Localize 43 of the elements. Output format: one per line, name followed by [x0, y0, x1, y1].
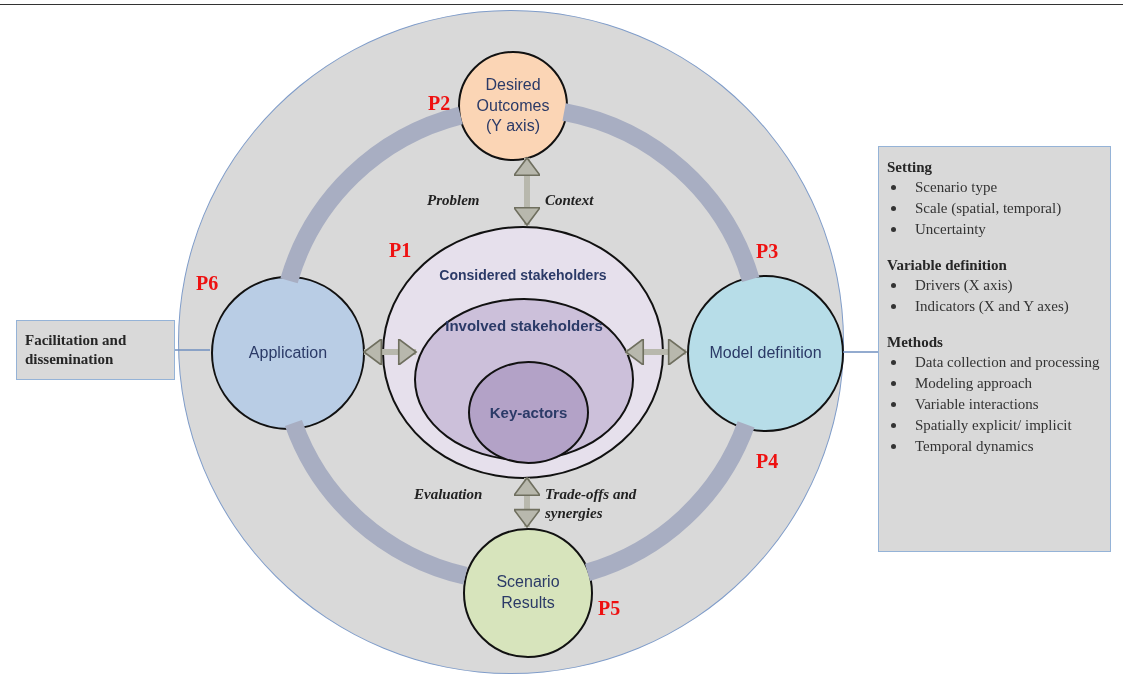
- double-arrow: [625, 338, 687, 366]
- list-item: Modeling approach: [915, 374, 1034, 393]
- list-item: Data collection and processing: [915, 353, 1101, 372]
- arrow-caption: Trade-offs and synergies: [545, 485, 638, 523]
- circle-label: Application: [247, 342, 329, 363]
- info-box: [16, 320, 175, 380]
- list-item: Scenario type: [915, 178, 999, 197]
- info-box: [878, 146, 1111, 552]
- section-heading: Methods: [887, 333, 944, 352]
- section-heading: Setting: [887, 158, 933, 177]
- list-item: Variable interactions: [915, 395, 1040, 414]
- arrow-caption: Problem: [427, 191, 480, 210]
- ellipse-label: Involved stakeholders: [444, 316, 604, 336]
- double-arrow: [513, 157, 541, 226]
- ellipse-label: Considered stakeholders: [438, 266, 608, 285]
- circle-label: Scenario Results: [495, 572, 561, 613]
- phase-label: P1: [389, 239, 412, 262]
- list-item: Indicators (X and Y axes): [915, 297, 1070, 316]
- circle-label: Desired Outcomes (Y axis): [475, 74, 551, 137]
- list-item: Drivers (X axis): [915, 276, 1014, 295]
- connector-line: [174, 349, 211, 351]
- ring-arc: [285, 419, 468, 585]
- list-item: Temporal dynamics: [915, 437, 1035, 456]
- phase-label: P6: [196, 272, 219, 295]
- double-arrow: [513, 477, 541, 528]
- connector-line: [842, 351, 879, 353]
- section-heading: Variable definition: [887, 256, 1008, 275]
- phase-label: P4: [756, 450, 779, 473]
- box-label: Facilitation and dissemination: [24, 330, 128, 369]
- ring-arc: [584, 420, 755, 581]
- double-arrow: [363, 338, 417, 366]
- arrow-caption: Evaluation: [414, 485, 483, 504]
- phase-label: P5: [598, 597, 621, 620]
- arrow-caption: Context: [545, 191, 594, 210]
- phase-label: P2: [428, 92, 451, 115]
- ring-arc: [280, 106, 464, 284]
- list-item: Uncertainty: [915, 220, 987, 239]
- circle-label: Model definition: [708, 343, 823, 364]
- list-item: Scale (spatial, temporal): [915, 199, 1063, 218]
- ring-arc: [561, 103, 760, 283]
- list-item: Spatially explicit/ implicit: [915, 416, 1073, 435]
- phase-label: P3: [756, 240, 779, 263]
- ellipse-label: Key-actors: [488, 402, 569, 423]
